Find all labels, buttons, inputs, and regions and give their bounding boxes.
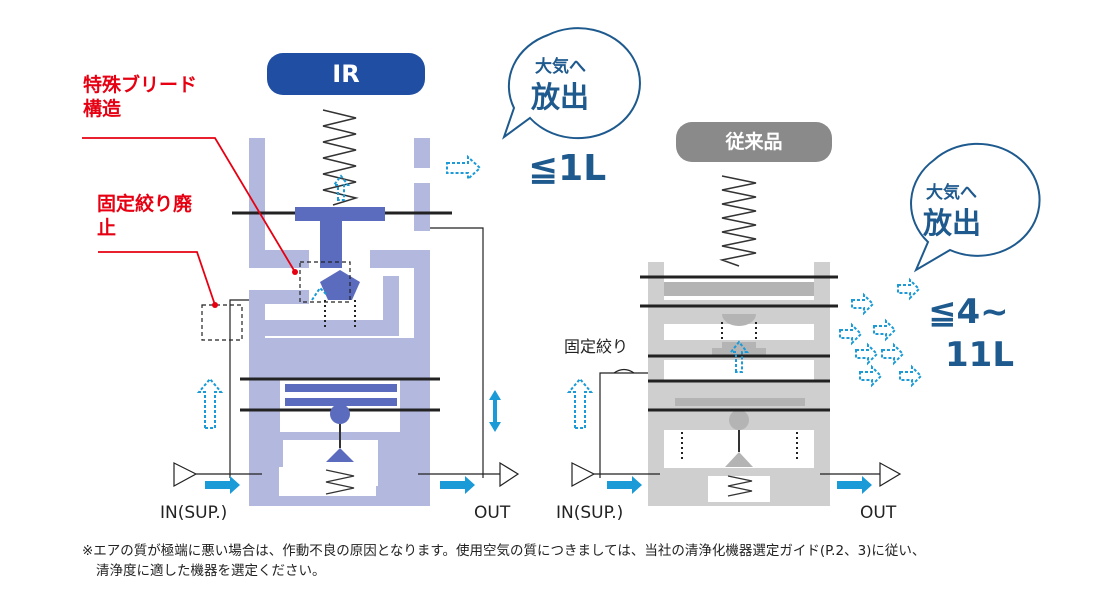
- ir-bubble-line1: 大気へ: [535, 57, 586, 77]
- conventional-volume-line1: ≦4~: [928, 292, 1009, 332]
- conventional-volume-line2: 11L: [945, 335, 1014, 375]
- ir-volume: ≦1L: [528, 148, 607, 189]
- conventional-title: 従来品: [725, 131, 783, 153]
- ir-out-label: OUT: [474, 503, 511, 523]
- ir-fixed-orifice-label: 固定絞り廃止: [97, 193, 193, 239]
- footnote: ※エアの質が極端に悪い場合は、作動不良の原因となります。使用空気の質につきまして…: [82, 541, 1092, 581]
- ir-in-label: IN(SUP.): [160, 503, 228, 523]
- conventional-regulator: [566, 142, 1041, 506]
- conventional-title-pill: 従来品: [676, 122, 832, 162]
- ir-bleed-label: 特殊ブリード構造: [83, 74, 198, 120]
- ir-title-pill: IR: [267, 53, 425, 95]
- ir-bubble-line2: 放出: [530, 80, 589, 114]
- conventional-bubble-line2: 放出: [922, 206, 981, 240]
- conventional-bubble-line1: 大気へ: [926, 183, 977, 203]
- ir-spring: [322, 109, 359, 206]
- conventional-fixed-orifice-label: 固定絞り: [564, 337, 629, 356]
- conventional-in-label: IN(SUP.): [556, 503, 624, 523]
- ir-title: IR: [332, 60, 360, 88]
- ir-regulator: [82, 27, 641, 506]
- footnote-line2: 清浄度に適した機器を選定ください。: [96, 563, 326, 579]
- conventional-out-label: OUT: [860, 503, 897, 523]
- ir-flow-arrows: [205, 390, 501, 494]
- footnote-line1: ※エアの質が極端に悪い場合は、作動不良の原因となります。使用空気の質につきまして…: [82, 543, 926, 559]
